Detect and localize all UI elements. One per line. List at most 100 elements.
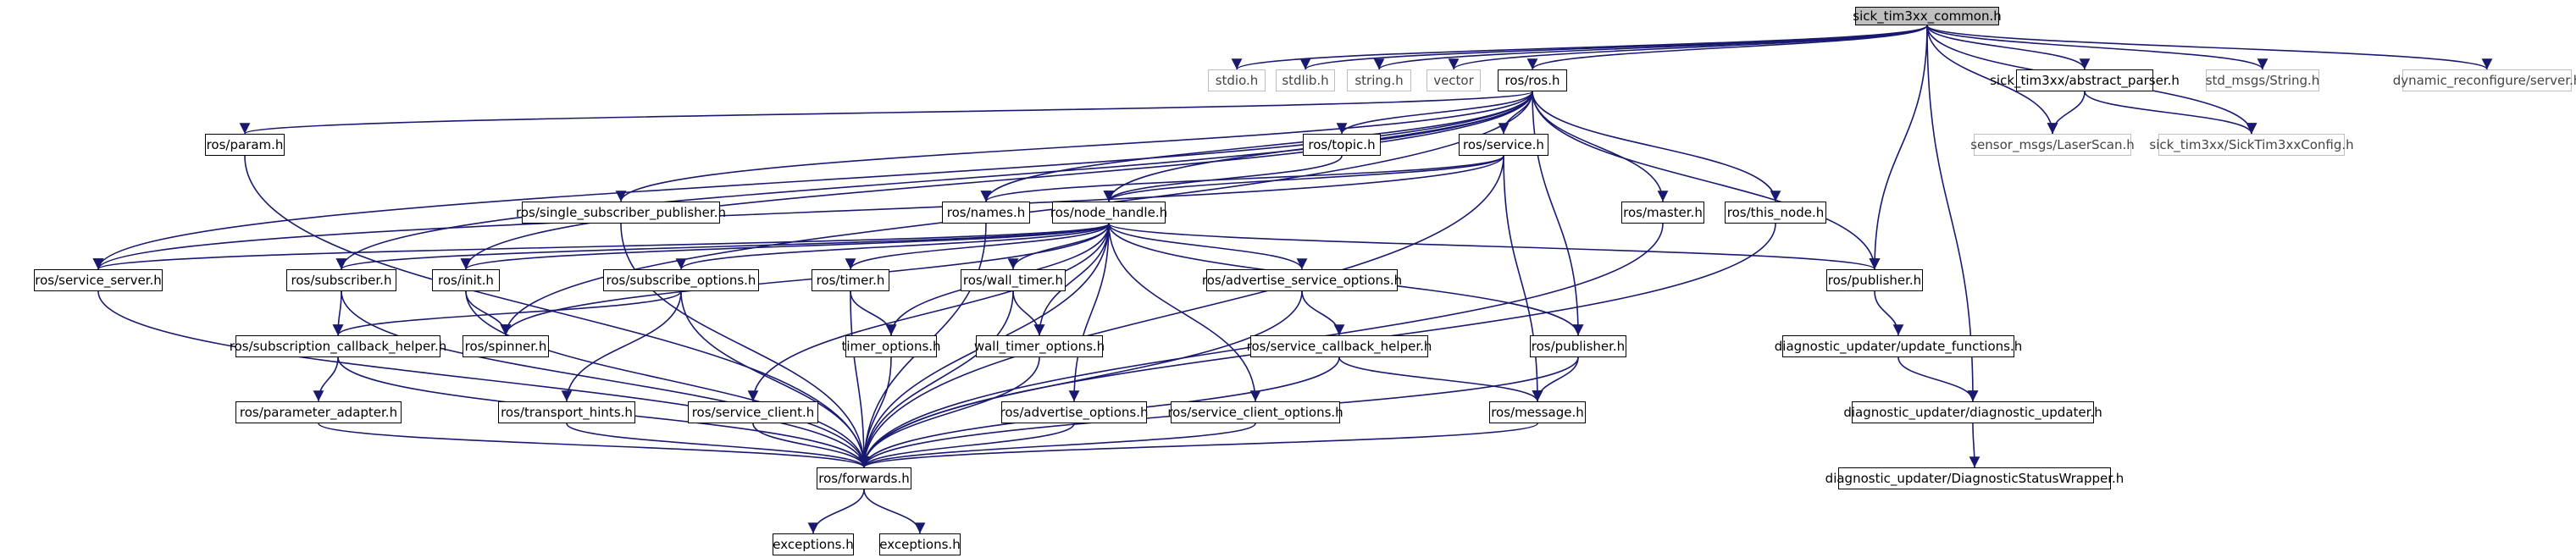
node-forwards[interactable]: ros/forwards.h (817, 467, 911, 489)
edge-service-to-service-server (92, 155, 1504, 270)
edge-node-handle-to-svc-client-options (1108, 223, 1261, 402)
edge-subscribe-options-to-forwards (680, 290, 870, 468)
edge-publisher-mid-to-message (1532, 356, 1579, 402)
edge-node-handle-to-adv-options (1068, 223, 1110, 402)
node-publisher-mid[interactable]: ros/publisher.h (1530, 335, 1626, 357)
edge-adv-service-options-to-forwards (858, 290, 1303, 468)
node-sub-cb-helper[interactable]: ros/subscription_callback_helper.h (230, 335, 446, 357)
edge-root-to-diag-updater (1926, 25, 1979, 402)
node-update-functions[interactable]: diagnostic_updater/update_functions.h (1775, 335, 2022, 357)
node-service-client[interactable]: ros/service_client.h (688, 401, 818, 423)
node-svc-client-options[interactable]: ros/service_client_options.h (1167, 401, 1343, 423)
node-timer[interactable]: ros/timer.h (812, 269, 889, 291)
edge-service-to-forwards (858, 155, 1504, 468)
edge-root-to-string (1373, 25, 1928, 70)
edge-root-to-abstract-parser (1926, 25, 2091, 70)
node-node-handle[interactable]: ros/node_handle.h (1050, 202, 1167, 224)
node-config: sick_tim3xx/SickTim3xxConfig.h (2149, 134, 2354, 156)
node-exceptions1[interactable]: exceptions.h (773, 533, 854, 555)
node-subscribe-options[interactable]: ros/subscribe_options.h (603, 269, 759, 291)
node-ssp[interactable]: ros/single_subscriber_publisher.h (516, 202, 726, 224)
edge-node-handle-to-service-client (747, 223, 1110, 402)
edge-ros-to-param (240, 91, 1533, 135)
edge-node-handle-to-spinner (500, 223, 1110, 336)
edge-node-handle-to-timer (845, 223, 1110, 270)
node-init[interactable]: ros/init.h (432, 269, 500, 291)
edge-topic-to-node-handle (1103, 155, 1343, 202)
edge-service-to-names (980, 155, 1504, 202)
node-diag-status[interactable]: diagnostic_updater/DiagnosticStatusWrapp… (1825, 467, 2124, 489)
edge-subscriber-to-sub-cb-helper (332, 290, 344, 336)
edge-update-functions-to-diag-updater (1897, 356, 1979, 402)
node-topic[interactable]: ros/topic.h (1303, 134, 1381, 156)
edge-service-to-node-handle (1103, 155, 1504, 202)
edge-root-to-stdio (1232, 25, 1928, 70)
node-service-server[interactable]: ros/service_server.h (34, 269, 163, 291)
node-names[interactable]: ros/names.h (942, 202, 1030, 224)
node-std-string: std_msgs/String.h (2206, 69, 2319, 91)
node-publisher-top[interactable]: ros/publisher.h (1826, 269, 1923, 291)
node-root[interactable]: sick_tim3xx_common.h (1853, 7, 2002, 25)
edge-ros-to-topic (1336, 91, 1533, 135)
edge-root-to-publisher-top (1869, 25, 1928, 270)
node-laserscan: sensor_msgs/LaserScan.h (1970, 134, 2135, 156)
edge-ros-to-ssp (615, 91, 1533, 202)
node-diag-updater[interactable]: diagnostic_updater/diagnostic_updater.h (1843, 401, 2102, 423)
edge-message-to-forwards (858, 423, 1538, 468)
node-string: string.h (1347, 69, 1411, 91)
edge-ros-to-this-node (1532, 91, 1781, 202)
node-master[interactable]: ros/master.h (1621, 202, 1704, 224)
edge-root-to-vector (1448, 25, 1928, 70)
node-adv-service-options[interactable]: ros/advertise_service_options.h (1202, 269, 1402, 291)
node-message[interactable]: ros/message.h (1489, 401, 1586, 423)
edge-root-to-dyn-server (1926, 25, 2493, 70)
node-this-node[interactable]: ros/this_node.h (1725, 202, 1826, 224)
node-adv-options[interactable]: ros/advertise_options.h (1000, 401, 1149, 423)
edge-wall-timer-to-wall-timer-options (1012, 290, 1045, 336)
edge-root-to-std-string (1926, 25, 2269, 70)
edge-root-to-laserscan (1926, 25, 2058, 135)
edge-node-handle-to-service-server (93, 223, 1110, 270)
edge-param-to-forwards (244, 155, 870, 468)
node-param-adapter[interactable]: ros/parameter_adapter.h (235, 401, 402, 423)
node-service[interactable]: ros/service.h (1459, 134, 1548, 156)
edge-subscribe-options-to-sub-cb-helper (332, 290, 682, 336)
node-wall-timer[interactable]: ros/wall_timer.h (961, 269, 1066, 291)
node-stdlib: stdlib.h (1276, 69, 1335, 91)
edge-adv-service-options-to-svc-cb-helper (1301, 290, 1345, 336)
edge-node-handle-to-subscribe-options (675, 223, 1110, 270)
edge-abstract-parser-to-config (2084, 91, 2257, 135)
node-ros[interactable]: ros/ros.h (1498, 69, 1567, 91)
edge-transport-hints-to-forwards (566, 423, 870, 468)
edge-service-server-to-forwards (97, 290, 870, 468)
edge-service-to-message (1503, 155, 1543, 402)
edge-wall-timer-to-forwards (858, 290, 1014, 468)
edge-abstract-parser-to-laserscan (2047, 91, 2086, 135)
edge-node-handle-to-publisher-top (1108, 223, 1880, 270)
edge-ros-to-subscriber (335, 91, 1533, 270)
node-subscriber[interactable]: ros/subscriber.h (286, 269, 396, 291)
edge-timer-to-timer-options (850, 290, 897, 336)
edge-forwards-to-exceptions2 (863, 489, 926, 534)
edge-ros-to-init (460, 91, 1533, 270)
edge-node-handle-to-adv-service-options (1108, 223, 1308, 270)
edge-diag-updater-to-diag-status (1969, 423, 1980, 468)
edges-layer (92, 25, 2493, 534)
node-wall-timer-options[interactable]: wall_timer_options.h (974, 335, 1105, 357)
node-stdio: stdio.h (1208, 69, 1266, 91)
edge-ros-to-publisher-mid (1532, 91, 1584, 336)
node-abstract-parser[interactable]: sick_tim3xx/abstract_parser.h (1990, 69, 2180, 91)
edge-node-handle-to-init (460, 223, 1110, 270)
edge-svc-cb-helper-to-message (1338, 356, 1543, 402)
node-spinner[interactable]: ros/spinner.h (463, 335, 549, 357)
edge-subscribe-options-to-transport-hints (561, 290, 682, 402)
node-svc-cb-helper[interactable]: ros/service_callback_helper.h (1247, 335, 1432, 357)
node-exceptions2[interactable]: exceptions.h (879, 533, 961, 555)
edge-ros-to-service-server (92, 91, 1533, 270)
edge-init-to-forwards (465, 290, 870, 468)
node-param[interactable]: ros/param.h (205, 134, 285, 156)
edge-timer-to-forwards (850, 290, 870, 468)
edge-param-adapter-to-forwards (318, 423, 870, 468)
node-transport-hints[interactable]: ros/transport_hints.h (498, 401, 635, 423)
node-timer-options[interactable]: timer_options.h (841, 335, 941, 357)
